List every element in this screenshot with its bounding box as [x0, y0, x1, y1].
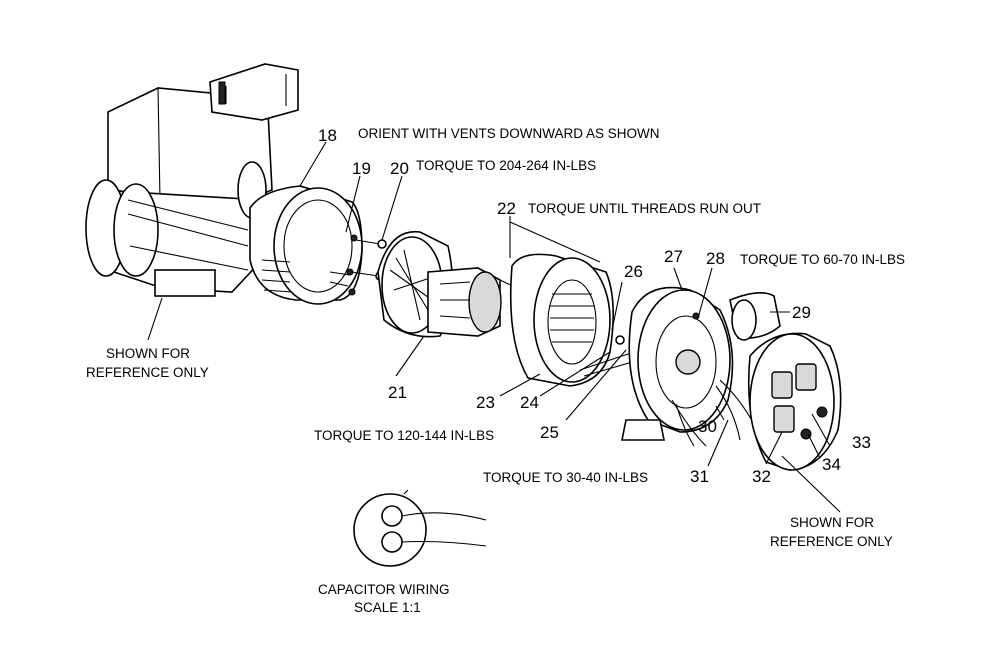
- part-label-23: 23: [476, 393, 495, 412]
- part-label-32: 32: [752, 467, 771, 486]
- capacitor-wiring-title: CAPACITOR WIRING: [318, 582, 450, 597]
- part-label-24: 24: [520, 393, 539, 412]
- end-cover-part-32: [747, 332, 842, 471]
- note-reference-right-line1: SHOWN FOR: [790, 515, 874, 530]
- part-label-19: 19: [352, 159, 371, 178]
- note-torque-threads: TORQUE UNTIL THREADS RUN OUT: [528, 201, 761, 216]
- assembly-notes: ORIENT WITH VENTS DOWNWARD AS SHOWN TORQ…: [86, 126, 905, 615]
- adapter-part-18: [249, 185, 363, 305]
- part-label-20: 20: [390, 159, 409, 178]
- note-torque-120-144: TORQUE TO 120-144 IN-LBS: [314, 428, 494, 443]
- capacitor-wiring-inset: [353, 489, 487, 567]
- rotor-fan-part-21: [377, 230, 502, 338]
- note-torque-30-40: TORQUE TO 30-40 IN-LBS: [483, 470, 648, 485]
- capacitor-wiring-scale: SCALE 1:1: [354, 600, 421, 615]
- end-bracket-part-27: [621, 286, 734, 447]
- note-orient-vents: ORIENT WITH VENTS DOWNWARD AS SHOWN: [358, 126, 660, 141]
- part-label-28: 28: [706, 249, 725, 268]
- note-reference-left-line1: SHOWN FOR: [106, 346, 190, 361]
- part-label-21: 21: [388, 383, 407, 402]
- stator-part-23: [509, 253, 614, 387]
- note-reference-right-line2: REFERENCE ONLY: [770, 534, 893, 549]
- part-label-30: 30: [698, 417, 717, 436]
- note-torque-204-264: TORQUE TO 204-264 IN-LBS: [416, 158, 596, 173]
- part-number-labels: 18 19 20 21 22 23 24 25 26 27 28 29 30 3…: [318, 126, 871, 486]
- part-label-18: 18: [318, 126, 337, 145]
- part-label-22: 22: [497, 199, 516, 218]
- note-reference-left-line2: REFERENCE ONLY: [86, 365, 209, 380]
- leader-lines: [147, 141, 841, 513]
- part-label-27: 27: [664, 247, 683, 266]
- part-label-26: 26: [624, 262, 643, 281]
- part-label-34: 34: [822, 455, 841, 474]
- part-label-31: 31: [690, 467, 709, 486]
- part-label-25: 25: [540, 423, 559, 442]
- note-torque-60-70: TORQUE TO 60-70 IN-LBS: [740, 252, 905, 267]
- part-label-33: 33: [852, 433, 871, 452]
- capacitor-part-29: [729, 292, 781, 341]
- part-label-29: 29: [792, 303, 811, 322]
